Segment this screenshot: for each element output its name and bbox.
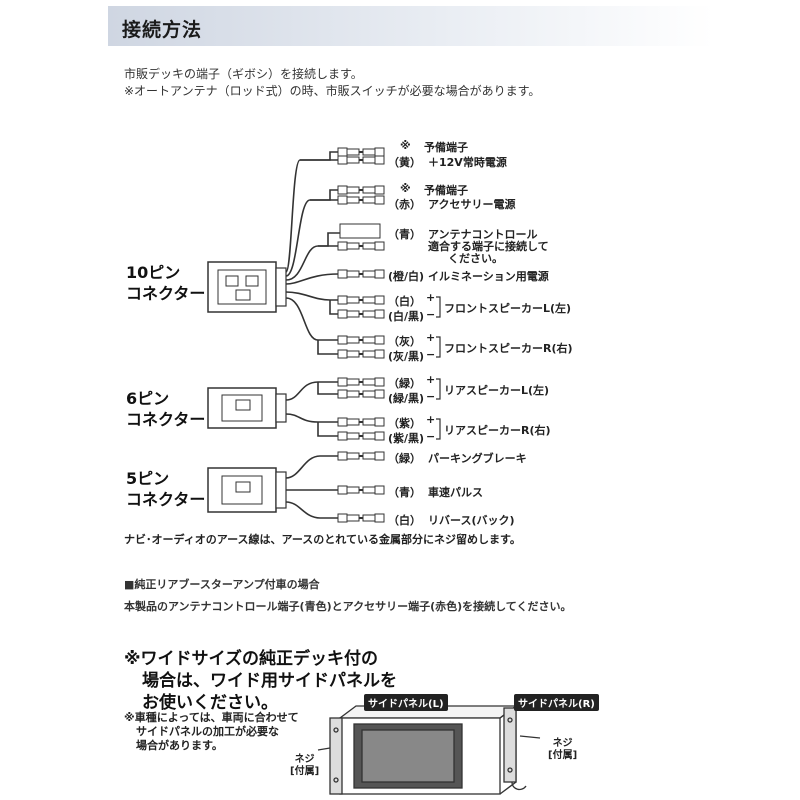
rear-r-plus: +: [426, 413, 436, 426]
rear-r-minus: −: [426, 430, 436, 443]
front-r-name: フロントスピーカーR(右): [444, 342, 573, 355]
front-r-color-2: (灰/黒): [388, 350, 425, 363]
w4-name: イルミネーション用電源: [428, 270, 549, 283]
reverse-name: リバース(バック): [428, 514, 515, 527]
rear-r-color-2: (紫/黒): [388, 432, 425, 445]
w2-color: （赤）: [388, 198, 421, 211]
rear-l-minus: −: [426, 390, 436, 403]
w2-mark: ※: [400, 182, 411, 195]
connector-10pin: [207, 261, 287, 313]
wires-6pin: [285, 381, 338, 437]
parking-color: （緑）: [388, 452, 421, 465]
front-l-color-2: (白/黒): [388, 310, 425, 323]
rear-r-name: リアスピーカーR(右): [444, 424, 551, 437]
terminals: [337, 147, 385, 523]
w2-spare-label: 予備端子: [424, 184, 468, 197]
connector-10pin-label: 10ピン コネクター: [126, 263, 206, 303]
front-l-color-1: （白）: [388, 295, 421, 308]
w2-name: アクセサリー電源: [428, 198, 516, 211]
front-r-minus: −: [426, 348, 436, 361]
side-panel-illustration: [317, 704, 541, 795]
rear-l-plus: +: [426, 373, 436, 386]
connector-6pin: [207, 387, 287, 429]
front-l-plus: +: [426, 291, 436, 304]
w1-mark: ※: [400, 139, 411, 152]
screw-label-right: ネジ [付属]: [548, 738, 578, 761]
side-panel-l-tag: サイドパネル(L): [364, 694, 448, 711]
amp-section-title: ■純正リアブースターアンプ付車の場合: [124, 578, 320, 591]
w3-color: （青）: [388, 228, 421, 241]
w1-color: （黄）: [388, 156, 421, 169]
w3-note-1: 適合する端子に接続して: [428, 240, 549, 253]
wide-panel-note: ※車種によっては、車両に合わせて サイドパネルの加工が必要な 場合があります。: [124, 711, 299, 752]
front-r-plus: +: [426, 331, 436, 344]
section-header: 接続方法: [108, 6, 714, 46]
front-l-minus: −: [426, 308, 436, 321]
wires-5pin: [285, 455, 338, 519]
intro-line-2: ※オートアンテナ（ロッド式）の時、市販スイッチが必要な場合があります。: [124, 84, 541, 98]
connector-5pin-label: 5ピン コネクター: [126, 469, 206, 509]
rear-l-color-2: (緑/黒): [388, 392, 425, 405]
front-r-color-1: （灰）: [388, 335, 421, 348]
rear-l-name: リアスピーカーL(左): [444, 384, 550, 397]
speed-name: 車速パルス: [428, 486, 483, 499]
w3-name: アンテナコントロール: [428, 228, 538, 241]
w3-note-2: ください。: [448, 252, 503, 265]
section-title: 接続方法: [122, 19, 203, 41]
connector-5pin: [207, 467, 287, 513]
connector-6pin-label: 6ピン コネクター: [126, 389, 206, 429]
rear-r-color-1: （紫）: [388, 417, 421, 430]
amp-section-text: 本製品のアンテナコントロール端子(青色)とアクセサリー端子(赤色)を接続してくだ…: [124, 600, 572, 613]
wires-10pin: [285, 151, 340, 355]
w1-name: ＋12V常時電源: [428, 156, 507, 169]
speaker-brackets: [436, 296, 441, 440]
reverse-color: （白）: [388, 514, 421, 527]
side-panel-r-tag: サイドパネル(R): [514, 694, 599, 711]
intro-line-1: 市販デッキの端子（ギボシ）を接続します。: [124, 67, 363, 81]
ground-note: ナビ･オーディオのアース線は、アースのとれている金属部分にネジ留めします。: [124, 533, 521, 546]
w1-spare-label: 予備端子: [424, 141, 468, 154]
parking-name: パーキングブレーキ: [428, 452, 527, 465]
w4-color: (橙/白): [388, 270, 425, 283]
screw-label-left: ネジ [付属]: [290, 754, 320, 777]
wide-panel-title: ※ワイドサイズの純正デッキ付の 場合は、ワイド用サイドパネルを お使いください。: [124, 649, 397, 713]
rear-l-color-1: （緑）: [388, 377, 421, 390]
front-l-name: フロントスピーカーL(左): [444, 302, 572, 315]
speed-color: （青）: [388, 486, 421, 499]
